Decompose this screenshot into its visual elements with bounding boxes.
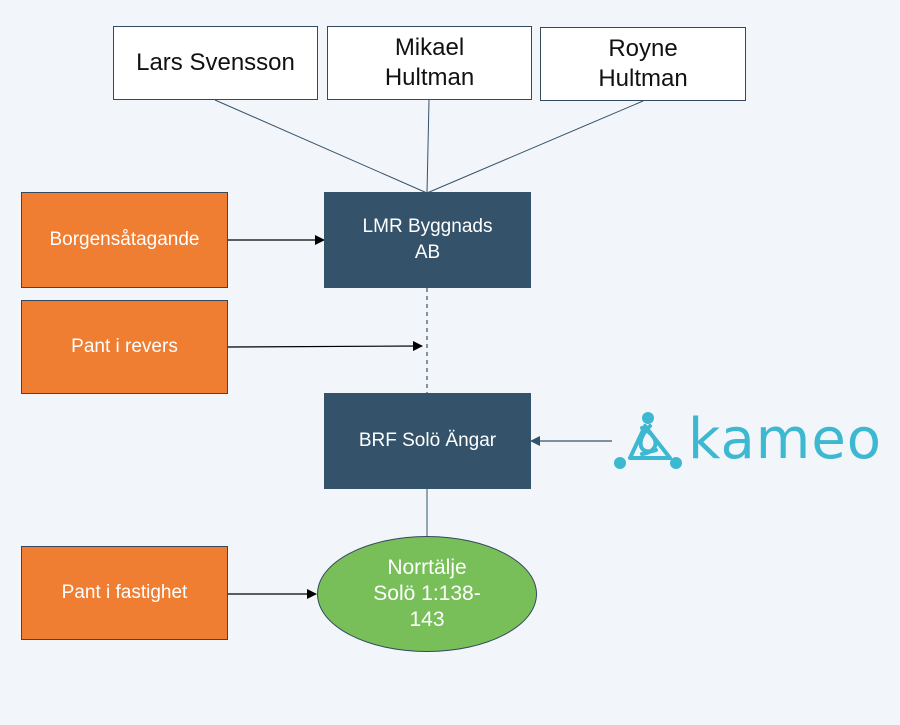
security-box-pant-i-fastighet: Pant i fastighet <box>21 546 228 640</box>
security-box-borgensatagande: Borgensåtagande <box>21 192 228 288</box>
owner-label: Lars Svensson <box>136 49 295 76</box>
owner-box-royne-hultman: Royne Hultman <box>540 27 746 101</box>
owner-label: Royne Hultman <box>598 35 688 92</box>
owner-label: Mikael Hultman <box>384 34 475 91</box>
security-label: Pant i fastighet <box>61 582 188 603</box>
property-label: Norrtälje Solö 1:138- 143 <box>373 556 481 631</box>
kameo-logo-icon <box>614 412 682 469</box>
company-label: LMR Byggnads AB <box>362 216 493 263</box>
owner-line-royne <box>426 100 644 194</box>
owner-line-lars <box>214 99 428 194</box>
property-ellipse: Norrtälje Solö 1:138- 143 <box>317 536 537 652</box>
owner-box-lars-svensson: Lars Svensson <box>113 26 318 100</box>
owner-line-mikael <box>426 99 430 194</box>
security-label: Borgensåtagande <box>49 229 200 250</box>
brf-box-solo-angar: BRF Solö Ängar <box>324 393 531 489</box>
arrow-pant-revers <box>227 341 423 352</box>
kameo-wordmark: kameo <box>688 407 883 472</box>
security-box-pant-i-revers: Pant i revers <box>21 300 228 394</box>
company-box-lmr-byggnads: LMR Byggnads AB <box>324 192 531 288</box>
owner-box-mikael-hultman: Mikael Hultman <box>327 26 532 100</box>
brf-label: BRF Solö Ängar <box>358 430 497 451</box>
security-label: Pant i revers <box>71 336 178 357</box>
